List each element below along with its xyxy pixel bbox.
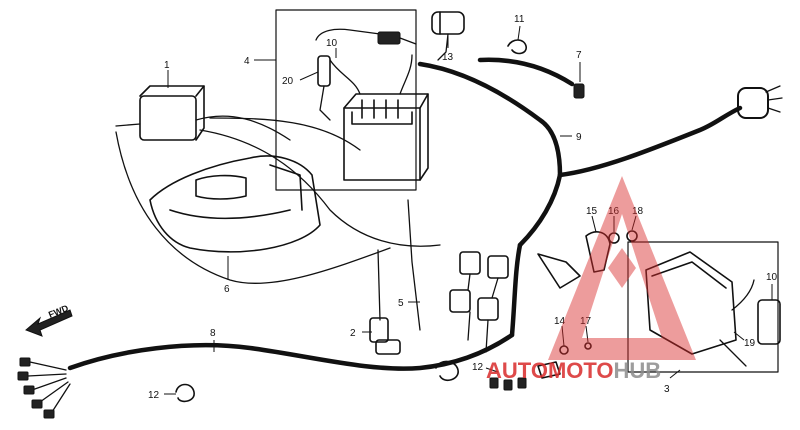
condenser (431, 11, 465, 61)
main-harness (417, 57, 783, 338)
regulator-group-box (627, 241, 779, 373)
label-6: 6 (224, 284, 230, 295)
ignition-coil (115, 85, 291, 141)
small-connectors (489, 361, 561, 391)
label-12-right: 12 (472, 362, 484, 373)
watermark-triangle-logo (548, 176, 696, 360)
watermark-inner-mark (608, 248, 636, 288)
part-number-labels: 1 2 3 4 5 6 7 8 9 10 10 11 12 12 13 14 1… (148, 14, 778, 401)
label-8: 8 (210, 328, 216, 339)
label-4: 4 (244, 56, 250, 67)
label-10-battery: 10 (326, 38, 338, 49)
coil-wire-right (199, 129, 441, 247)
leader-lines (164, 25, 773, 395)
label-15: 15 (586, 206, 598, 217)
coil-wire-upper (209, 117, 361, 151)
label-13: 13 (442, 52, 454, 63)
cable-5-b (377, 249, 381, 321)
label-16: 16 (608, 206, 620, 217)
battery (329, 54, 429, 181)
label-3: 3 (664, 384, 670, 395)
label-7: 7 (576, 50, 582, 61)
switch-2 (369, 317, 401, 355)
label-18: 18 (632, 206, 644, 217)
fwd-arrow: FWD (25, 303, 73, 337)
coil-wire-left (115, 131, 391, 285)
watermark-auto: AUTO (486, 358, 548, 383)
brackets (537, 230, 638, 289)
watermark-hub: HUB (614, 358, 662, 383)
bolt-17 (584, 342, 592, 350)
label-1: 1 (164, 60, 170, 71)
label-9: 9 (576, 132, 582, 143)
battery-group-box (275, 9, 417, 191)
label-10-regulator: 10 (766, 272, 778, 283)
battery-cable-set (315, 28, 417, 121)
watermark-text: AUTOMOTOHUB (486, 358, 661, 383)
label-5: 5 (398, 298, 404, 309)
sub-harness-connectors (449, 251, 509, 353)
label-11: 11 (514, 14, 525, 25)
air-cleaner-housing (149, 155, 321, 253)
front-harness (17, 332, 515, 419)
label-12-left: 12 (148, 390, 160, 401)
regulator-unit (645, 251, 781, 367)
clamp-11 (507, 39, 527, 55)
label-19: 19 (744, 338, 756, 349)
label-14: 14 (554, 316, 566, 327)
clamp-12-left (175, 383, 195, 403)
clamp-12-right (435, 360, 459, 382)
label-2: 2 (350, 328, 356, 339)
label-17: 17 (580, 316, 592, 327)
label-20: 20 (282, 76, 294, 87)
connector-cap (573, 83, 585, 99)
watermark-moto: MOTO (548, 358, 614, 383)
watermark: AUTOMOTOHUB (486, 176, 696, 383)
cable-5 (407, 199, 421, 331)
